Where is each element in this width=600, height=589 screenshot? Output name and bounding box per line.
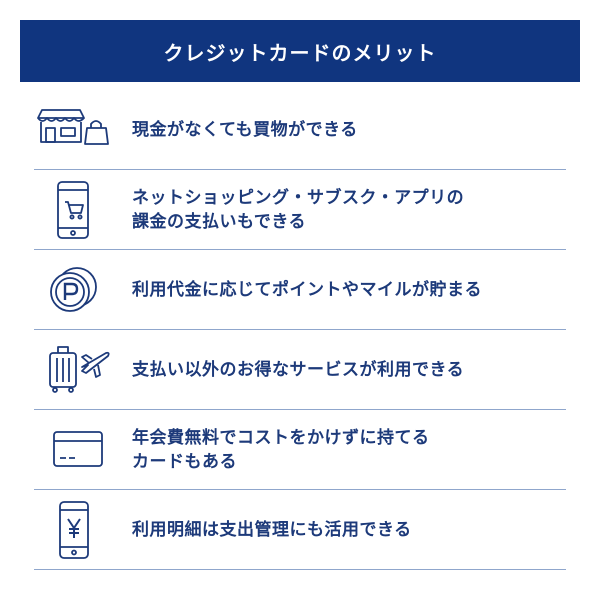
point-coin-icon	[34, 260, 110, 320]
item-text-line: 年会費無料でコストをかけずに持てる	[132, 427, 430, 448]
smartphone-cart-icon	[34, 180, 110, 240]
item-text-line: ネットショッピング・サブスク・アプリの	[132, 187, 465, 208]
smartphone-yen-icon	[34, 500, 110, 560]
item-text-line: 現金がなくても買物ができる	[132, 119, 358, 140]
page-title-banner: クレジットカードのメリット	[20, 20, 580, 82]
list-item: 現金がなくても買物ができる	[34, 90, 566, 170]
suitcase-airplane-icon	[34, 340, 110, 400]
item-text-line: カードもある	[132, 451, 237, 472]
item-text-line: 利用明細は支出管理にも活用できる	[132, 519, 412, 540]
page-title: クレジットカードのメリット	[163, 40, 437, 65]
list-item: 支払い以外のお得なサービスが利用できる	[34, 330, 566, 410]
shop-and-bag-icon	[34, 100, 110, 160]
credit-card-icon	[34, 420, 110, 480]
item-text-line: 課金の支払いもできる	[132, 211, 306, 232]
list-item: 利用明細は支出管理にも活用できる	[34, 490, 566, 570]
merit-list: 現金がなくても買物ができる ネットショッピング・サブスク・アプリの 課金の支払い…	[34, 90, 566, 570]
list-item: 利用代金に応じてポイントやマイルが貯まる	[34, 250, 566, 330]
list-item: ネットショッピング・サブスク・アプリの 課金の支払いもできる	[34, 170, 566, 250]
item-text-line: 利用代金に応じてポイントやマイルが貯まる	[132, 279, 482, 300]
list-item: 年会費無料でコストをかけずに持てる カードもある	[34, 410, 566, 490]
item-text-line: 支払い以外のお得なサービスが利用できる	[132, 359, 465, 380]
